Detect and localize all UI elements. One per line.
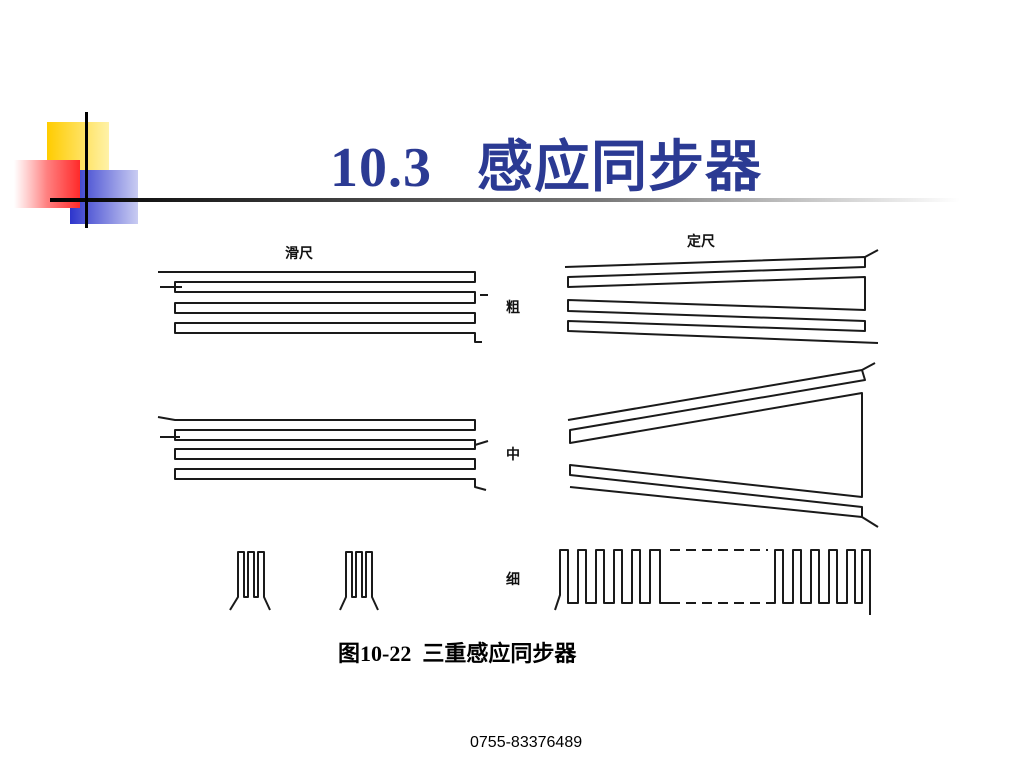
medium-scale-winding [567,362,879,528]
figure-caption: 图10-22 三重感应同步器 [338,641,577,666]
deco-vertical-line [85,112,88,228]
slide-title: 10.3 感应同步器 [330,137,762,199]
footer-phone: 0755-83376489 [470,734,583,751]
diagram-drawing [157,249,879,615]
fine-scale-winding [554,549,871,615]
coarse-slider-winding [158,271,488,343]
fine-scale-gap [670,549,768,604]
fine-slider-winding-1 [229,551,271,611]
medium-slider-winding [157,416,489,491]
coarse-scale-winding [564,249,879,344]
medium-label: 中 [506,447,520,463]
fine-slider-winding-2 [339,551,379,611]
fine-label: 细 [506,572,520,588]
deco-blue-square [70,170,138,224]
title-decoration [14,112,960,228]
slider-label: 滑尺 [285,246,313,262]
inductosyn-diagram: 滑尺 定尺 粗 中 细 [150,225,890,625]
scale-label: 定尺 [687,234,715,250]
coarse-label: 粗 [506,300,520,316]
title-rule [50,198,960,202]
